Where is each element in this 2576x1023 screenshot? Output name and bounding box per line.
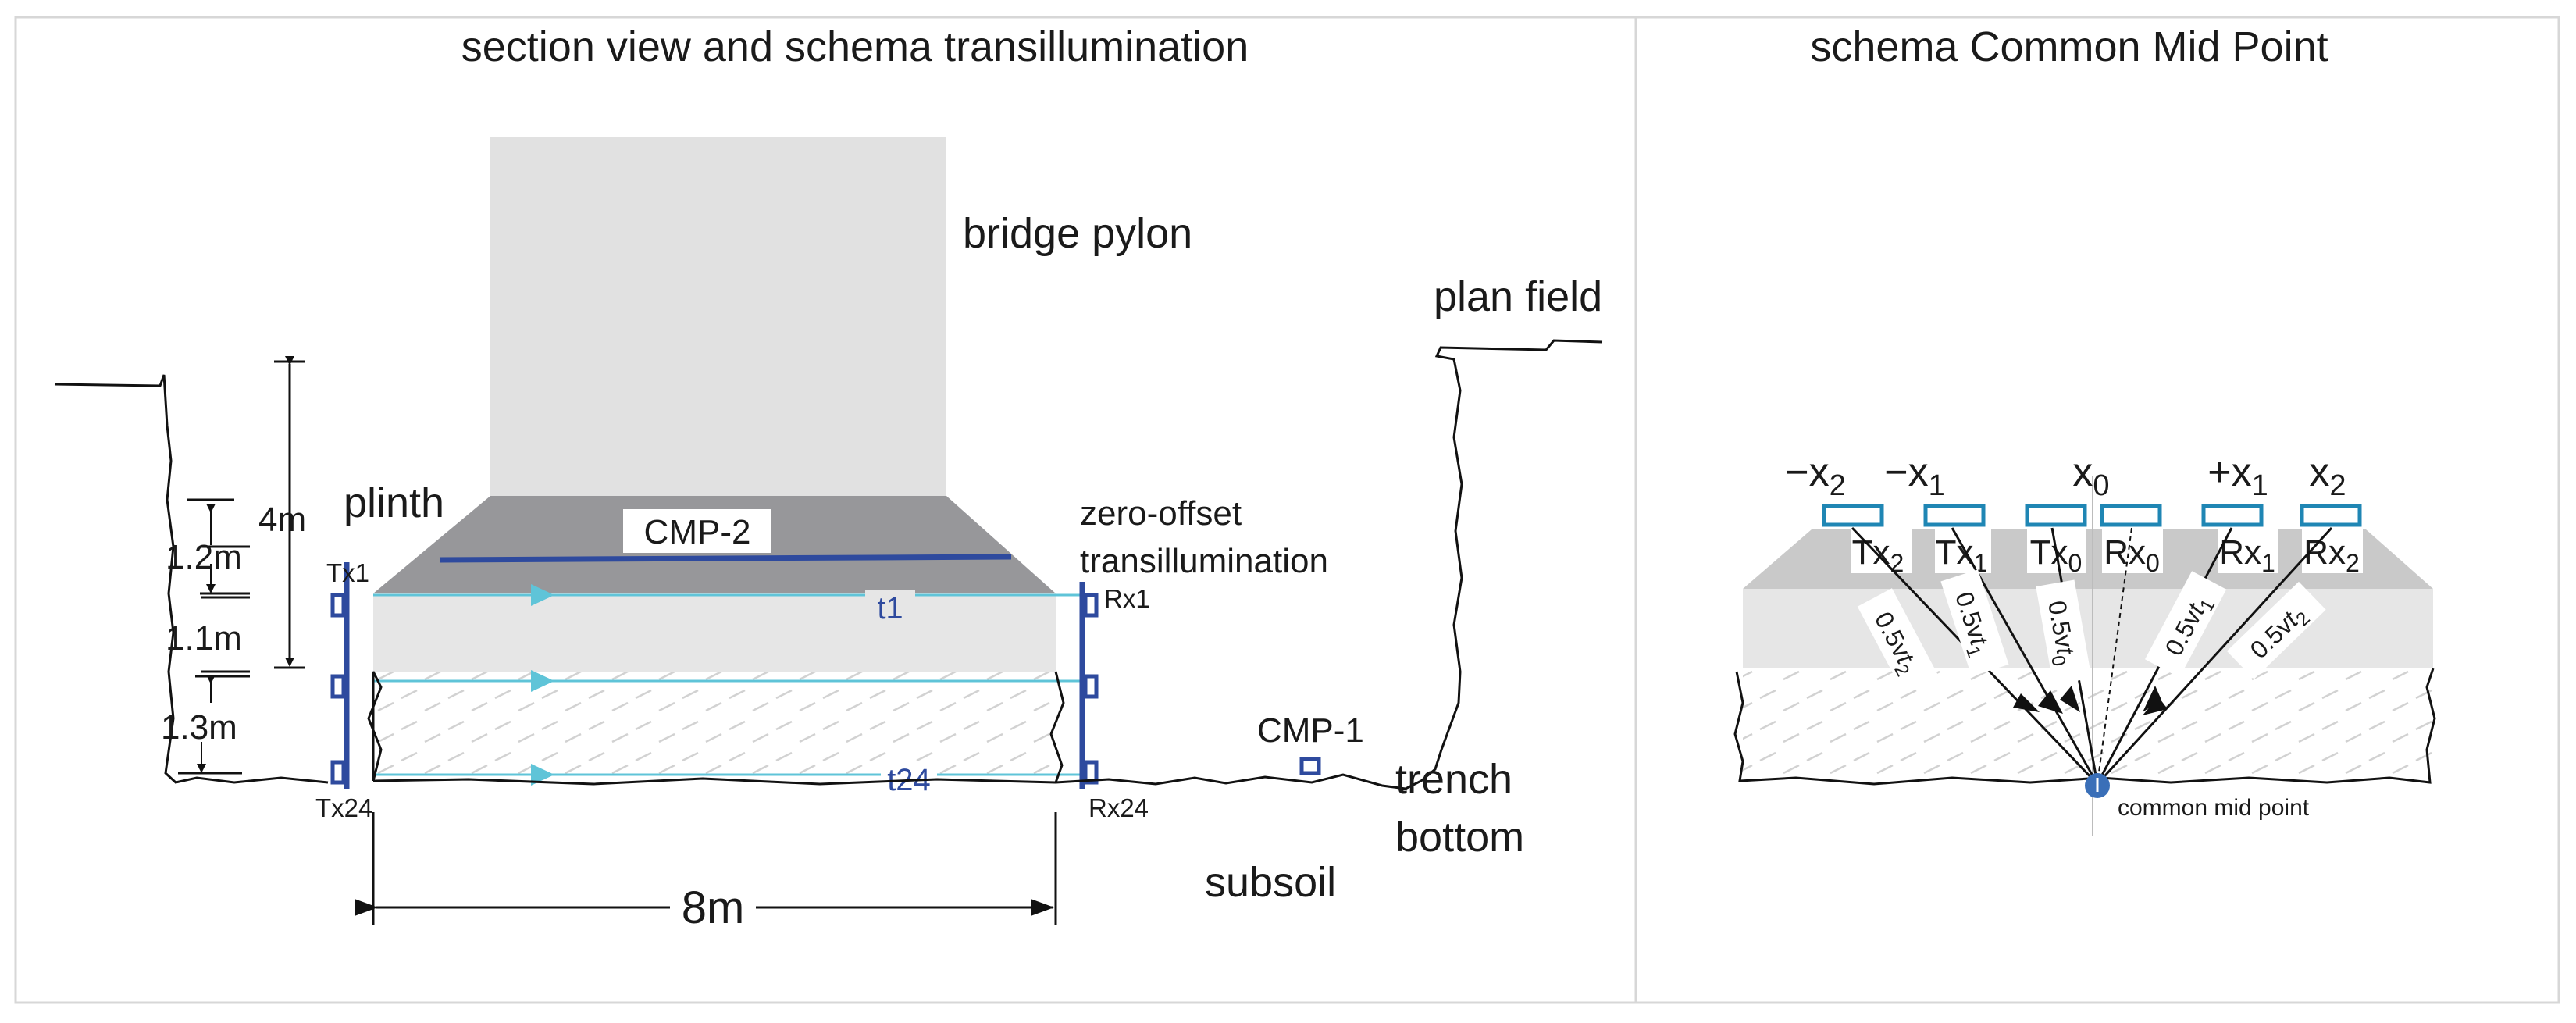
tx1-label: Tx1	[326, 558, 369, 587]
ray-label-tx0: 0.5vt0	[2036, 579, 2092, 686]
antenna-label-tx2: Tx2	[1852, 533, 1904, 577]
arrow-tx0	[2060, 686, 2080, 712]
cmp1-marker	[1299, 757, 1321, 775]
antenna-box-rx1	[2201, 504, 2264, 527]
antenna-box-rx2	[2300, 504, 2362, 527]
antenna-label-rx1: Rx1	[2219, 533, 2275, 577]
trench-label-2: bottom	[1395, 814, 1524, 861]
ray-arrow-t24	[531, 764, 554, 786]
antenna-label-tx0: Tx0	[2030, 533, 2083, 577]
pos-label-minus-x1: −x1	[1884, 450, 1945, 502]
t1-label: t1	[877, 591, 903, 626]
ray-rx2	[2096, 526, 2333, 786]
left-panel-title: section view and schema transilluminatio…	[461, 23, 1249, 70]
cmp1-label: CMP-1	[1257, 711, 1364, 750]
pos-label-x0: x0	[2072, 450, 2109, 502]
plinth-lower-layer	[373, 593, 1056, 672]
dim-4m-label: 4m	[258, 501, 306, 539]
dim-1-2m-label: 1.2m	[166, 538, 242, 576]
rx1-antenna	[1083, 593, 1099, 618]
arrow-tx2	[2013, 693, 2040, 712]
bridge-pylon-label: bridge pylon	[963, 210, 1192, 257]
common-mid-point-label: common mid point	[2118, 795, 2310, 821]
ray-label-rx1: 0.5vt1	[2144, 571, 2227, 678]
antenna-box-tx2	[1822, 504, 1884, 527]
ray-rx0	[2097, 527, 2132, 785]
tx1-antenna	[330, 593, 346, 618]
svg-text:0.5vt1: 0.5vt1	[2160, 590, 2220, 662]
dim-8m-label-bg	[670, 882, 756, 932]
antenna-box-tx0	[2025, 504, 2087, 527]
plan-field-label: plan field	[1434, 273, 1602, 320]
bridge-pylon	[490, 137, 946, 496]
trench-right-wall	[1434, 339, 1603, 750]
antenna-label-bg-rx0	[2102, 529, 2163, 573]
pos-label-x2: x2	[2309, 450, 2346, 502]
dim-8m-label: 8m	[682, 882, 745, 933]
rx24-antenna	[1083, 760, 1099, 785]
dim-1-3m-label: 1.3m	[161, 708, 237, 747]
right-panel-frame	[1634, 16, 2560, 1004]
ray-arrow-t1	[531, 584, 554, 606]
arrow-tx1	[2038, 690, 2063, 714]
antenna-box-rx0	[2100, 504, 2162, 527]
trench-label-1: trench	[1395, 756, 1512, 803]
hatched-soil-layer	[373, 672, 1056, 781]
cmp-schema: −x2 −x1 x0 +x1 x2 Tx2 Tx1 Tx0 Rx0 Rx1 Rx…	[1733, 450, 2436, 836]
ray-label-tx2: 0.5vt2	[1857, 588, 1940, 695]
cmp2-survey-line	[439, 554, 1012, 563]
arrow-rx1	[2143, 686, 2161, 712]
section-view: CMP-2 t1 t24 Tx1 Tx24 Rx1 Rx24	[54, 137, 1603, 933]
cmp-mid-layer	[1743, 589, 2433, 668]
trench-bottom-line	[372, 749, 1443, 790]
tx24-antenna	[330, 760, 346, 785]
cmp2-label-box	[623, 509, 771, 553]
rx-mid-antenna	[1083, 674, 1099, 699]
zero-offset-label-2: transillumination	[1080, 542, 1328, 580]
rx24-label: Rx24	[1088, 793, 1149, 822]
antenna-label-bg-rx2	[2302, 529, 2363, 573]
zero-offset-label-1: zero-offset	[1080, 494, 1242, 533]
arrow-rx2	[2143, 697, 2168, 715]
subsoil-label: subsoil	[1205, 859, 1336, 906]
trench-right-face	[1049, 671, 1065, 783]
antenna-box-tx1	[1923, 504, 1986, 527]
trench-left-face	[367, 671, 383, 782]
pos-label-plus-x1: +x1	[2207, 450, 2268, 502]
rx1-label: Rx1	[1104, 584, 1150, 613]
tx-mid-antenna	[330, 674, 346, 699]
dim-1-1m-label: 1.1m	[166, 619, 242, 658]
antenna-label-bg-tx1	[1935, 529, 1991, 573]
cmp2-label: CMP-2	[644, 513, 751, 551]
right-panel-title: schema Common Mid Point	[1810, 23, 2328, 70]
pos-label-minus-x2: −x2	[1785, 450, 1846, 502]
dim-small-group	[178, 498, 250, 775]
plinth-label: plinth	[344, 479, 444, 526]
antenna-label-rx0: Rx0	[2104, 533, 2160, 577]
ray-arrow-middle	[531, 670, 554, 692]
t1-label-bg	[865, 590, 915, 628]
tx24-label: Tx24	[315, 793, 372, 822]
trench-left-wall	[54, 374, 329, 784]
